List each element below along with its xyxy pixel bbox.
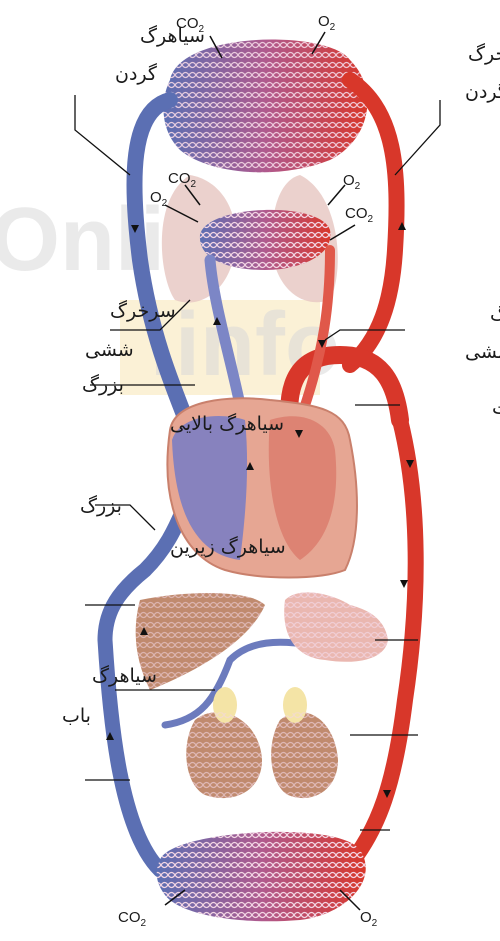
pulmonary-vein-label-1: سیاهرگ [490,303,500,325]
o2-lung-right-label: O2 [343,172,361,192]
svc-label-2: سیاهرگ بالایی [170,413,284,435]
pulmonary-artery-label-2: ششی [85,339,134,361]
pulmonary-artery-label-1: سرخرگ [110,300,176,322]
aorta-label: آئورت [492,395,500,419]
neck-vein-label-1: سیاهرگ [140,25,205,47]
o2-top-label: O2 [318,13,336,33]
lower-capillary-bed [157,832,366,921]
neck-artery-label-2: گردن [465,80,500,103]
upper-capillary-bed [163,40,367,173]
intestines [284,592,388,661]
portal-vein-label-1: سیاهرگ [92,665,157,687]
neck-artery-label-1: سرخرگ [468,43,500,65]
neck-vein-label-2: گردن [115,62,158,85]
portal-vein-label-2: باب [62,705,91,727]
svc-label-1: بزرگ [82,374,124,396]
o2-bottom-label: O2 [360,909,378,929]
co2-lung-right-label: CO2 [345,205,374,225]
ivc-label-1: بزرگ [80,495,122,517]
ivc-label-2: سیاهرگ زیرین [170,536,286,558]
pulmonary-vein-label-2: ششی [465,341,500,363]
co2-bottom-label: CO2 [118,909,147,929]
